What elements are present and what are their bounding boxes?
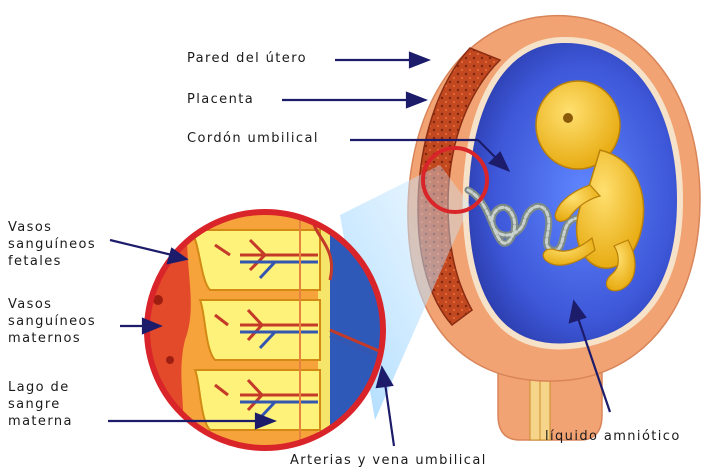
label-umbilical-cord: Cordón umbilical — [187, 130, 319, 147]
label-umbilical-arteries-vein: Arterias y vena umbilical — [290, 452, 487, 469]
arrow-placenta — [282, 93, 425, 107]
label-uterus-wall: Pared del útero — [187, 50, 307, 67]
label-maternal-vessels: Vasos sanguíneos maternos — [8, 296, 96, 347]
arrow-uterus-wall — [335, 53, 428, 67]
label-placenta: Placenta — [187, 91, 254, 108]
label-amniotic-fluid: líquido amniótico — [545, 428, 681, 445]
label-blood-lake: Lago de sangre materna — [8, 379, 73, 430]
label-fetal-vessels: Vasos sanguíneos fetales — [8, 219, 96, 270]
arrow-fetal-vessels — [110, 240, 186, 263]
